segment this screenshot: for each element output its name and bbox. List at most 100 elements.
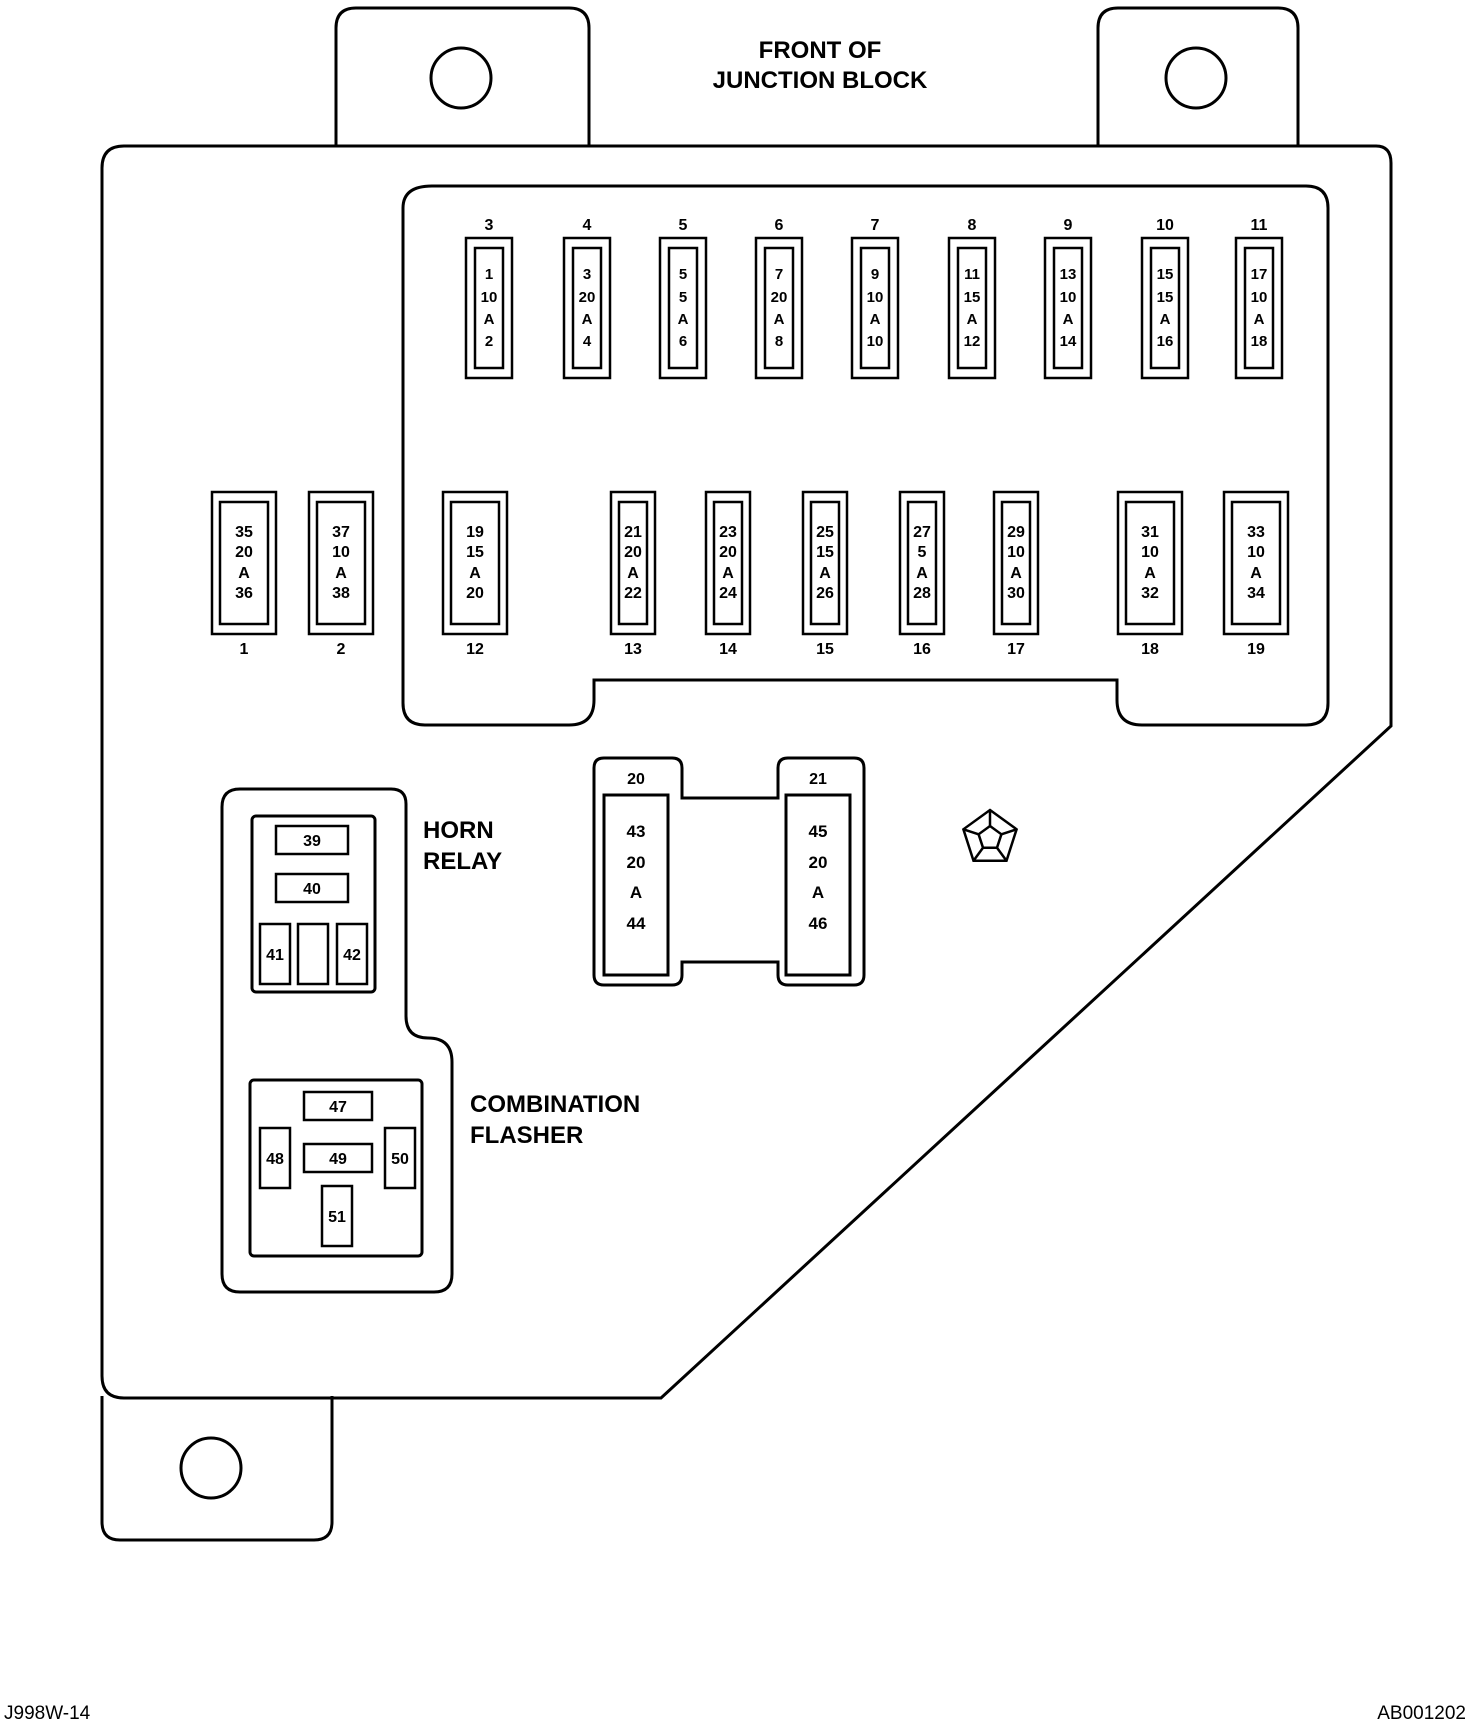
fuse-text: A [774,311,785,328]
fuse-text: 18 [1251,333,1268,350]
fuse-number: 16 [913,641,931,658]
fuse-outline [754,236,804,380]
terminal-number: 40 [303,881,321,898]
terminal-slot [258,1126,292,1190]
fuse-text: 25 [816,524,834,541]
fuse-text: 2 [485,333,493,350]
figure-code-right: AB001202 [1377,1703,1466,1724]
fuse-element [449,500,501,626]
fuse-text: 6 [679,333,687,350]
fuse-text: 23 [719,524,737,541]
maxi-fuse-body [602,793,670,977]
fuse-outline [992,490,1040,636]
fuse-outline [210,490,278,636]
horn-relay-label-line2: RELAY [423,848,502,875]
fuse-text: A [582,311,593,328]
fuse-text: A [1160,311,1171,328]
fuse-element [315,500,367,626]
pentastar-icon [961,808,1019,862]
flasher-label-line2: FLASHER [470,1122,583,1149]
fuse-number: 9 [1064,217,1073,234]
fuse-text: 20 [627,853,646,872]
fuse-text: A [484,311,495,328]
fuse-text: 15 [466,544,484,561]
fuse-text: 10 [332,544,350,561]
fuse-text: 10 [1247,544,1265,561]
fuse-text: A [1063,311,1074,328]
terminal-slot [274,824,350,856]
flasher-label-line1: COMBINATION [470,1091,640,1118]
fuse-text: 5 [918,544,927,561]
terminal-number: 39 [303,833,321,850]
fuse-element [859,246,891,370]
relay-terminal-50: 50 [383,1126,417,1190]
relay-terminal-49: 49 [302,1142,374,1174]
fuse-element [1243,246,1275,370]
fuse-text: 20 [466,585,484,602]
fuse-text: 11 [964,266,980,283]
fuse-text: A [1254,311,1265,328]
fuse-text: 37 [332,524,350,541]
front-label-line2: JUNCTION BLOCK [713,67,928,94]
terminal-number: 48 [266,1151,284,1168]
maxi-fuse-holder [592,756,866,987]
fuse-text: 22 [624,585,642,602]
terminal-number: 42 [343,947,361,964]
fuse-number: 10 [1156,217,1174,234]
terminal-slot-blank [296,922,330,986]
fuse-outline [704,490,752,636]
fuse-outline [1043,236,1093,380]
fuse-text: 20 [579,289,596,306]
mounting-tab-bottom [100,1396,334,1542]
terminal-slot [335,922,369,986]
fuse-text: 44 [627,914,646,933]
fuse-text: A [722,565,734,582]
fuse-number: 17 [1007,641,1025,658]
relay-terminal-39: 39 [274,824,350,856]
relay-terminal-51: 51 [320,1184,354,1248]
fuse-number: 6 [775,217,784,234]
fuse-text: 29 [1007,524,1025,541]
fuse-outline [658,236,708,380]
fuse-text: 10 [1060,289,1077,306]
terminal-slot [258,922,292,986]
fuse-text: 20 [719,544,737,561]
fuse-element [667,246,699,370]
fuse-outline [562,236,612,380]
fuse-element [1052,246,1084,370]
fuse-outline [307,490,375,636]
fuse-element [1149,246,1181,370]
fuse-outline [898,490,946,636]
terminal-number: 47 [329,1099,347,1116]
relay-terminal-47: 47 [302,1090,374,1122]
fuse-outline [801,490,849,636]
fuse-number: 21 [809,771,827,788]
fuse-outline [947,236,997,380]
fuse-text: 13 [1060,266,1077,283]
front-label-line1: FRONT OF [759,37,882,64]
fuse-text: 10 [481,289,498,306]
fuse-number: 2 [337,641,346,658]
fuse-text: 5 [679,289,687,306]
fuse-element [1000,500,1032,626]
mounting-hole-left [429,46,493,110]
fuse-text: 1 [485,266,493,283]
fuse-number: 8 [968,217,977,234]
fuse-text: 20 [809,853,828,872]
combination-flasher-socket [248,1078,424,1258]
relay-housing [220,787,454,1294]
fuse-text: A [1010,565,1022,582]
fuse-number: 15 [816,641,834,658]
fuse-outline [464,236,514,380]
fuse-text: A [819,565,831,582]
